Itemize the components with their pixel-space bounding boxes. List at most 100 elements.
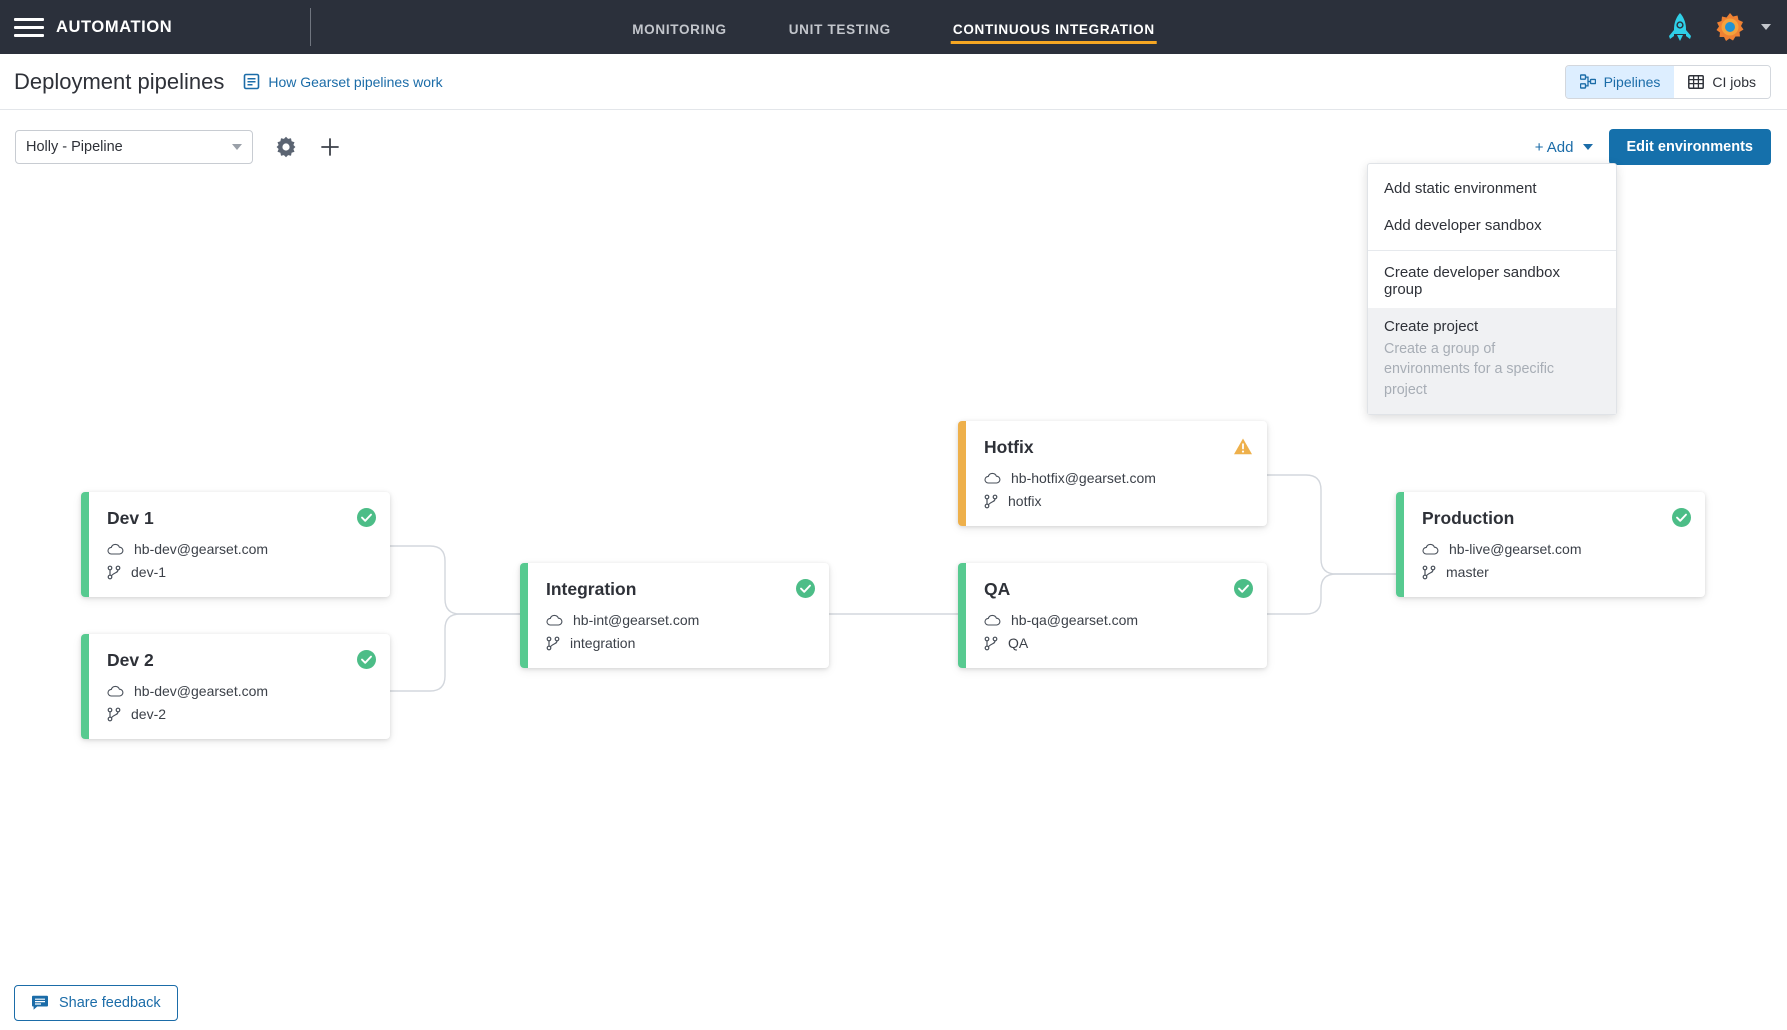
share-feedback-button[interactable]: Share feedback [14, 985, 178, 1021]
card-status-bar [520, 563, 528, 668]
git-branch-icon [984, 494, 998, 509]
account-chevron-down-icon[interactable] [1761, 24, 1771, 30]
cloud-icon [107, 685, 124, 698]
nav-divider [310, 8, 312, 46]
cloud-icon [546, 614, 563, 627]
environment-card-integration[interactable]: Integration hb-int@gearset.com integrati… [520, 563, 829, 668]
toggle-pipelines-label: Pipelines [1603, 73, 1661, 90]
environment-branch-row: hotfix [984, 493, 1253, 509]
comment-icon [31, 995, 49, 1011]
environment-branch: hotfix [1008, 493, 1042, 509]
top-navigation-bar: AUTOMATION MONITORING UNIT TESTING CONTI… [0, 0, 1787, 54]
cloud-icon [984, 614, 1001, 627]
how-pipelines-work-link[interactable]: How Gearset pipelines work [243, 73, 443, 90]
pipeline-selector[interactable]: Holly - Pipeline [15, 130, 253, 164]
tab-unit-testing[interactable]: UNIT TESTING [788, 21, 891, 37]
environment-name: Hotfix [984, 437, 1034, 457]
chevron-down-icon [232, 144, 242, 150]
card-status-bar [81, 634, 89, 739]
status-badge-ok [796, 579, 815, 603]
environment-branch-row: QA [984, 635, 1253, 651]
git-branch-icon [546, 636, 560, 651]
environment-branch: dev-1 [131, 564, 167, 580]
environment-org-row: hb-int@gearset.com [546, 612, 815, 628]
environment-name: Dev 1 [107, 508, 154, 528]
environment-card-qa[interactable]: QA hb-qa@gearset.com QA [958, 563, 1267, 668]
environment-org: hb-int@gearset.com [573, 612, 700, 628]
tab-continuous-integration[interactable]: CONTINUOUS INTEGRATION [950, 5, 1157, 50]
environment-card-dev-2[interactable]: Dev 2 hb-dev@gearset.com dev-2 [81, 634, 390, 739]
pipeline-canvas[interactable]: Dev 1 hb-dev@gearset.com dev-1 Dev 2 [0, 171, 1787, 1030]
environment-name: Integration [546, 579, 637, 599]
environment-org: hb-hotfix@gearset.com [1011, 470, 1156, 486]
environment-org: hb-dev@gearset.com [134, 541, 269, 557]
git-branch-icon [984, 636, 998, 651]
environment-name: Production [1422, 508, 1515, 528]
view-toggle: Pipelines CI jobs [1564, 64, 1771, 99]
status-badge-ok [357, 650, 376, 674]
menu-item-create-project[interactable]: Create project Create a group of environ… [1368, 308, 1616, 414]
hamburger-menu-icon[interactable] [14, 16, 44, 38]
pipeline-connectors [389, 474, 1396, 692]
toggle-ci-jobs-button[interactable]: CI jobs [1674, 65, 1770, 98]
grid-icon [1688, 74, 1705, 90]
environment-branch-row: master [1422, 564, 1691, 580]
environment-name: QA [984, 579, 1011, 599]
main-nav-tabs: MONITORING UNIT TESTING CONTINUOUS INTEG… [630, 0, 1157, 54]
menu-item-add-static-environment[interactable]: Add static environment [1384, 180, 1537, 197]
environment-org-row: hb-dev@gearset.com [107, 683, 376, 699]
cloud-icon [984, 472, 1001, 485]
card-status-bar [958, 563, 966, 668]
add-pipeline-plus-icon[interactable] [319, 136, 341, 158]
menu-item-add-developer-sandbox[interactable]: Add developer sandbox [1384, 217, 1542, 234]
environment-branch-row: dev-2 [107, 706, 376, 722]
environment-name: Dev 2 [107, 650, 154, 670]
add-environment-dropdown-button[interactable]: + Add [1535, 139, 1593, 156]
environment-card-dev-1[interactable]: Dev 1 hb-dev@gearset.com dev-1 [81, 492, 390, 597]
toggle-ci-jobs-label: CI jobs [1712, 73, 1756, 90]
environment-card-production[interactable]: Production hb-live@gearset.com master [1396, 492, 1705, 597]
status-badge-ok [1234, 579, 1253, 603]
rocket-icon[interactable] [1667, 12, 1693, 42]
cloud-icon [1422, 543, 1439, 556]
pipeline-settings-gear-icon[interactable] [275, 136, 297, 158]
pipeline-toolbar: Holly - Pipeline + Add Edit environments [0, 123, 1787, 171]
edit-environments-button[interactable]: Edit environments [1608, 129, 1771, 165]
environment-org-row: hb-live@gearset.com [1422, 541, 1691, 557]
card-status-bar [81, 492, 89, 597]
share-feedback-label: Share feedback [59, 995, 161, 1011]
card-status-bar [1396, 492, 1404, 597]
environment-branch-row: dev-1 [107, 564, 376, 580]
nav-right-actions [1667, 12, 1771, 42]
page-title: Deployment pipelines [14, 68, 225, 94]
environment-org: hb-qa@gearset.com [1011, 612, 1139, 628]
add-chevron-down-icon [1582, 144, 1593, 150]
environment-card-hotfix[interactable]: Hotfix hb-hotfix@gearset.com hotfix [958, 421, 1267, 526]
toolbar-right-actions: + Add Edit environments [1535, 129, 1771, 165]
tab-monitoring[interactable]: MONITORING [632, 21, 727, 37]
how-pipelines-work-label: How Gearset pipelines work [268, 73, 443, 90]
environment-org-row: hb-dev@gearset.com [107, 541, 376, 557]
environment-org: hb-dev@gearset.com [134, 683, 269, 699]
add-label: + Add [1534, 138, 1574, 156]
pipeline-selector-value: Holly - Pipeline [26, 139, 123, 155]
app-brand-label: AUTOMATION [56, 17, 173, 36]
environment-branch-row: integration [546, 635, 815, 651]
status-badge-warning [1233, 437, 1253, 461]
environment-branch: QA [1008, 635, 1029, 651]
git-branch-icon [1422, 565, 1436, 580]
git-branch-icon [107, 565, 121, 580]
add-dropdown-menu: Add static environment Add developer san… [1367, 163, 1617, 415]
cloud-icon [107, 543, 124, 556]
toggle-pipelines-button[interactable]: Pipelines [1565, 65, 1675, 98]
menu-item-create-developer-sandbox-group[interactable]: Create developer sandbox group [1368, 250, 1616, 308]
environment-org-row: hb-hotfix@gearset.com [984, 470, 1253, 486]
environment-branch: master [1446, 564, 1489, 580]
git-branch-icon [107, 707, 121, 722]
document-icon [243, 73, 260, 90]
status-badge-ok [357, 508, 376, 532]
settings-gear-icon[interactable] [1715, 12, 1745, 42]
environment-org-row: hb-qa@gearset.com [984, 612, 1253, 628]
card-status-bar [958, 421, 966, 526]
menu-item-create-project-sublabel: Create a group of environments for a spe… [1384, 341, 1555, 398]
